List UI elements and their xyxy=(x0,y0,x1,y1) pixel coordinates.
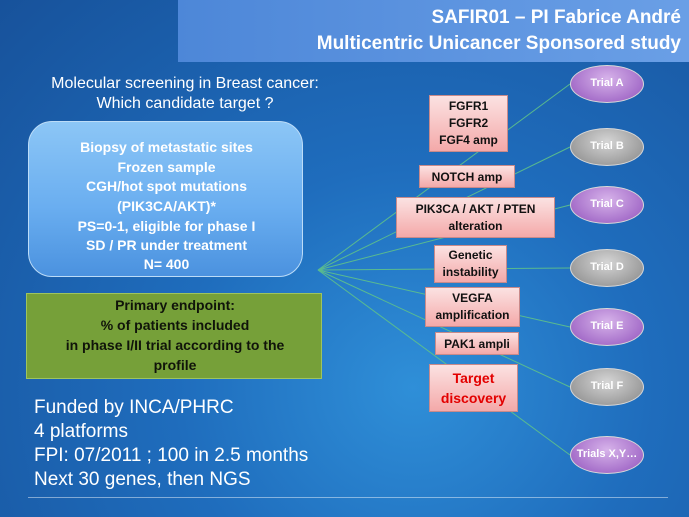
biopsy-line: (PIK3CA/AKT)* xyxy=(117,198,216,214)
trial-label: Trial E xyxy=(590,320,624,332)
trial-label: Trials X,Y… xyxy=(576,448,638,460)
target-box-line: FGFR1 xyxy=(448,99,489,113)
trial-f: Trial F xyxy=(570,368,644,406)
biopsy-line: CGH/hot spot mutations xyxy=(86,178,247,194)
biopsy-line: SD / PR under treatment xyxy=(85,237,248,253)
target-box-line: NOTCH amp xyxy=(431,170,503,184)
trial-label: Trial F xyxy=(590,380,624,392)
trial-label: Trial D xyxy=(590,261,624,273)
target-box-vegfa: VEGFA amplification xyxy=(425,287,520,327)
endpoint-line: profile xyxy=(153,357,197,373)
biopsy-line: Biopsy of metastatic sites xyxy=(80,139,253,155)
target-box-pik3ca: PIK3CA / AKT / PTEN alteration xyxy=(396,197,555,238)
target-box-line: alteration xyxy=(448,219,503,233)
target-discovery-line: discovery xyxy=(440,390,507,406)
target-box-line: amplification xyxy=(435,308,510,322)
target-box-notch: NOTCH amp xyxy=(419,165,515,188)
target-box-line: instability xyxy=(442,265,499,279)
biopsy-line: N= 400 xyxy=(143,256,190,272)
endpoint-line: in phase I/II trial according to the xyxy=(65,337,285,353)
endpoint-line: % of patients included xyxy=(100,317,250,333)
target-box-discovery: Target discovery xyxy=(429,364,518,412)
trial-label: Trial B xyxy=(590,140,624,152)
biopsy-line: PS=0-1, eligible for phase I xyxy=(77,218,256,234)
subtitle-line-1: Molecular screening in Breast cancer: xyxy=(51,75,319,92)
target-box-line: PIK3CA / AKT / PTEN xyxy=(415,202,536,216)
title-line-1: SAFIR01 – PI Fabrice André xyxy=(431,7,681,28)
funding-line: 4 platforms xyxy=(34,421,128,442)
trial-c: Trial C xyxy=(570,186,644,224)
funding-line: Next 30 genes, then NGS xyxy=(34,469,251,490)
trial-label: Trial C xyxy=(590,198,624,210)
endpoint-box: Primary endpoint: % of patients included… xyxy=(26,293,322,379)
target-discovery-line: Target xyxy=(452,370,495,386)
target-box-line: VEGFA xyxy=(452,291,493,305)
target-box-pak1: PAK1 ampli xyxy=(435,332,519,355)
funding-line: FPI: 07/2011 ; 100 in 2.5 months xyxy=(34,445,309,466)
target-box-line: Genetic xyxy=(448,248,493,262)
target-box-line: FGFR2 xyxy=(448,116,489,130)
target-box-line: FGF4 amp xyxy=(439,133,498,147)
target-box-fgfr: FGFR1 FGFR2 FGF4 amp xyxy=(429,95,508,152)
subtitle-line-2: Which candidate target ? xyxy=(96,95,274,112)
trial-a: Trial A xyxy=(570,65,644,103)
divider xyxy=(28,497,668,498)
connector-line xyxy=(317,269,571,388)
target-box-genetic-instability: Genetic instability xyxy=(434,245,507,283)
title-line-2: Multicentric Unicancer Sponsored study xyxy=(316,33,681,54)
trial-d: Trial D xyxy=(570,249,644,287)
target-box-line: PAK1 ampli xyxy=(444,337,510,351)
biopsy-line: Frozen sample xyxy=(117,159,216,175)
connector-line xyxy=(317,269,571,456)
title-banner: SAFIR01 – PI Fabrice André Multicentric … xyxy=(178,0,689,62)
endpoint-line: Primary endpoint: xyxy=(115,297,235,313)
biopsy-box: Biopsy of metastatic sites Frozen sample… xyxy=(28,121,303,277)
trial-label: Trial A xyxy=(590,77,624,89)
funding-line: Funded by INCA/PHRC xyxy=(34,397,234,418)
trial-e: Trial E xyxy=(570,308,644,346)
trial-b: Trial B xyxy=(570,128,644,166)
trials-xy: Trials X,Y… xyxy=(570,436,644,474)
